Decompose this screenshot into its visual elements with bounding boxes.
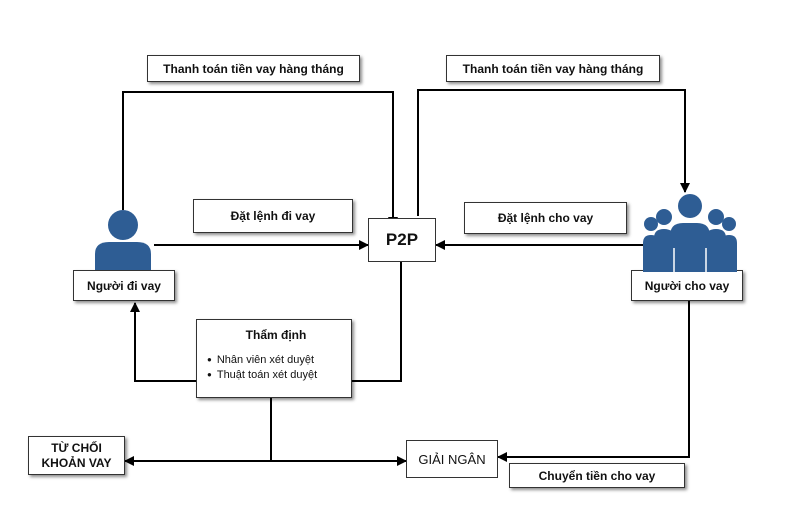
appraisal-item-algorithm: Thuật toán xét duyệt [207, 368, 317, 383]
lender-label: Người cho vay [644, 278, 730, 293]
label-monthly-payment-right: Thanh toán tiền vay hàng tháng [446, 55, 660, 82]
borrower-node: Người đi vay [73, 270, 175, 301]
label-text: Thanh toán tiền vay hàng tháng [163, 61, 344, 76]
label-text: Chuyển tiền cho vay [538, 468, 656, 483]
appraisal-title: Thẩm định [245, 328, 307, 342]
p2p-node: P2P [368, 218, 436, 262]
disburse-label: GIẢI NGÂN [418, 451, 486, 467]
label-monthly-payment-left: Thanh toán tiền vay hàng tháng [147, 55, 360, 82]
borrower-label: Người đi vay [87, 278, 161, 293]
appraisal-node: Thẩm định Nhân viên xét duyệt Thuật toán… [196, 319, 352, 398]
lender-node: Người cho vay [631, 270, 743, 301]
appraisal-item-staff: Nhân viên xét duyệt [207, 353, 314, 368]
label-text: Đặt lệnh cho vay [497, 211, 594, 225]
arrow-p2p-to-lender [417, 89, 690, 216]
reject-node: TỪ CHỐI KHOẢN VAY [28, 436, 125, 475]
label-lend-order: Đặt lệnh cho vay [464, 202, 627, 234]
reject-line-1: TỪ CHỐI [51, 440, 102, 455]
arrow-borrower-payment [122, 91, 398, 227]
label-text: Đặt lệnh đi vay [230, 209, 316, 223]
arrow-lender-transfer [497, 299, 690, 462]
disburse-node: GIẢI NGÂN [406, 440, 498, 478]
label-borrow-order: Đặt lệnh đi vay [193, 199, 353, 233]
line-p2p-to-appraisal [352, 262, 402, 382]
reject-line-2: KHOẢN VAY [41, 455, 112, 470]
label-text: Thanh toán tiền vay hàng tháng [462, 61, 644, 76]
lender-group-icon [643, 194, 737, 272]
p2p-label: P2P [385, 230, 419, 249]
arrow-appraisal-to-borrower [130, 302, 196, 382]
label-transfer: Chuyển tiền cho vay [509, 463, 685, 488]
borrower-person-icon [95, 210, 151, 270]
